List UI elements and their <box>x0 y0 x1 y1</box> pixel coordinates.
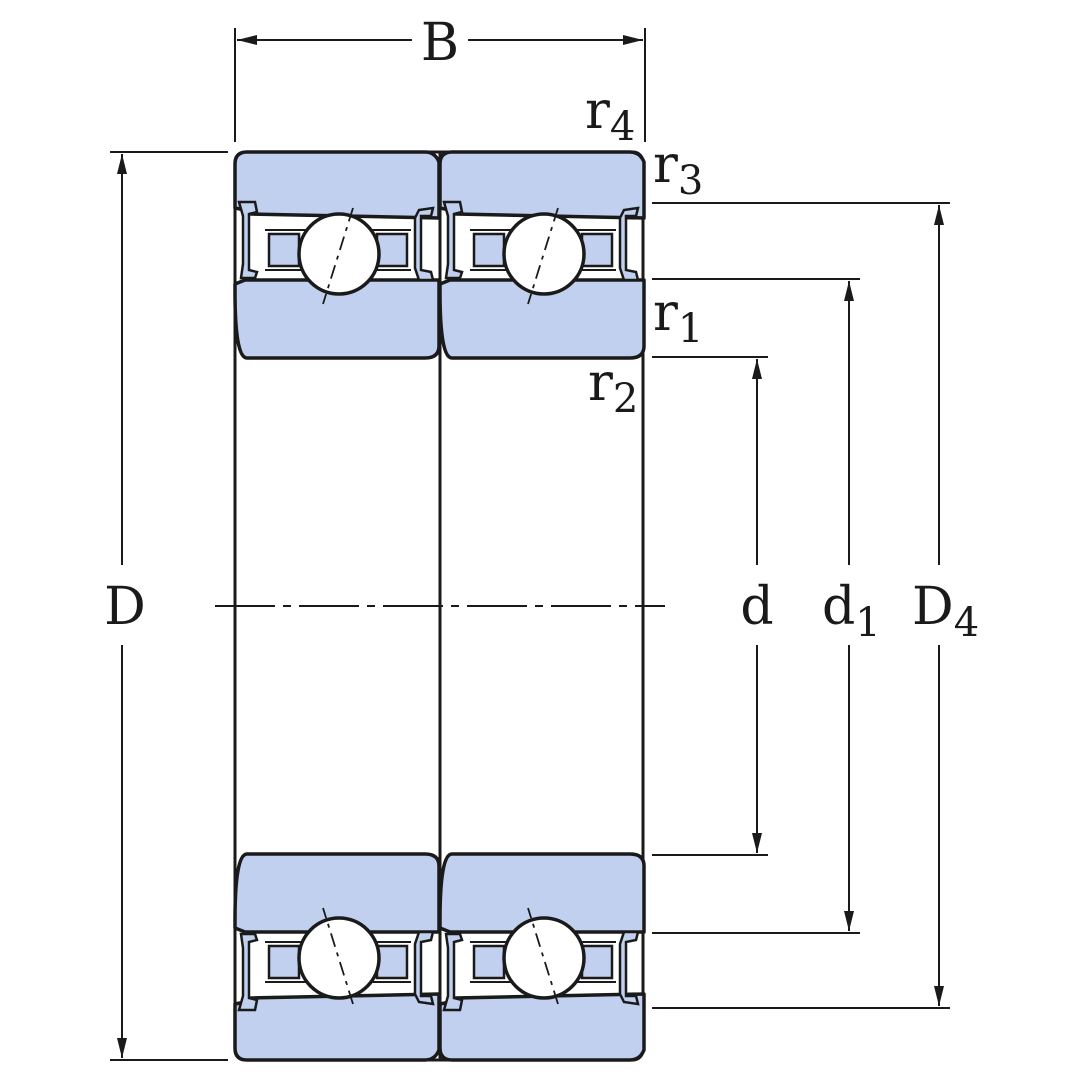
dimension-D: D <box>104 151 228 1061</box>
label-r3-sub: 3 <box>678 158 703 204</box>
label-r2-base: r <box>588 353 613 413</box>
label-D4: D4 <box>912 577 979 646</box>
label-D4-sub: 4 <box>954 600 979 646</box>
label-D4-base: D <box>912 577 954 637</box>
dimension-D4: D4 <box>652 202 979 1009</box>
dimension-B: B <box>234 13 646 142</box>
label-r4: r4 <box>585 81 635 150</box>
label-r4-sub: 4 <box>610 104 635 150</box>
label-D: D <box>104 577 146 637</box>
label-d1-base: d <box>822 577 855 637</box>
bottom-right-row-section <box>438 852 646 1062</box>
label-d1: d1 <box>822 577 881 646</box>
dimension-d1: d1 <box>652 278 881 934</box>
label-r4-base: r <box>585 81 610 141</box>
bottom-left-row-section <box>233 852 441 1062</box>
label-r2-sub: 2 <box>613 376 638 422</box>
top-left-row-section <box>233 150 441 360</box>
label-B: B <box>421 13 459 73</box>
label-d1-sub: 1 <box>855 600 880 646</box>
top-right-row-section <box>438 150 646 360</box>
label-r2: r2 <box>588 353 638 422</box>
label-r3: r3 <box>653 135 703 204</box>
label-r1-base: r <box>653 283 678 343</box>
label-r1: r1 <box>653 283 703 352</box>
dimension-d: d <box>652 356 774 856</box>
label-d: d <box>740 577 773 637</box>
label-r3-base: r <box>653 135 678 195</box>
label-r1-sub: 1 <box>678 306 703 352</box>
